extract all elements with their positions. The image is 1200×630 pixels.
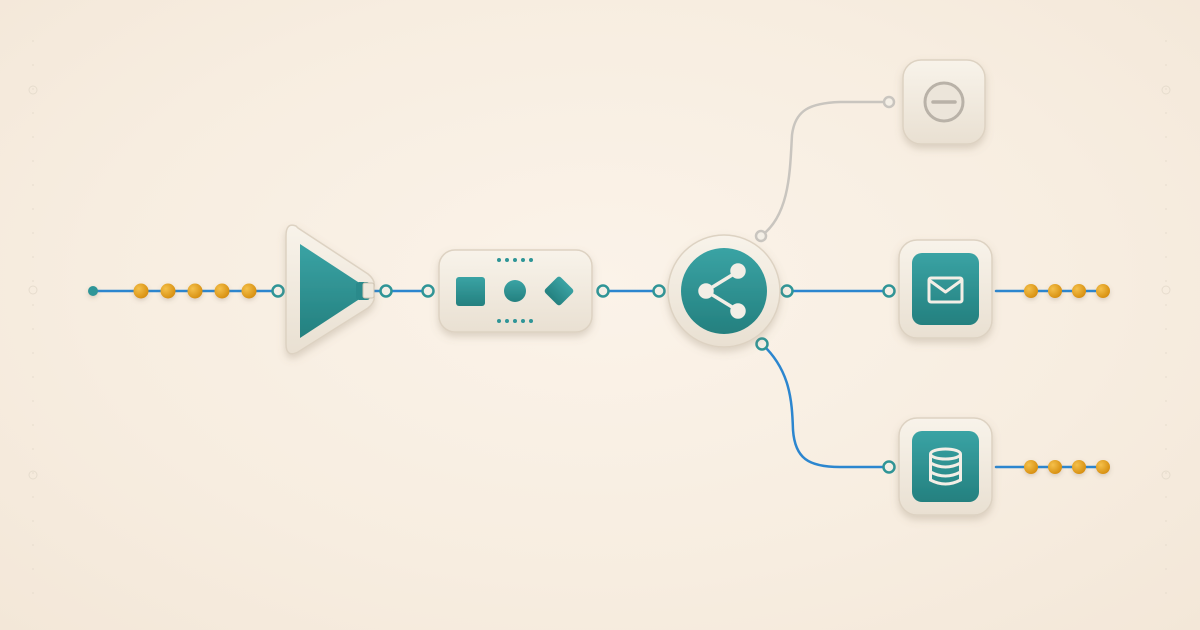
router-node[interactable] — [667, 234, 781, 348]
port[interactable] — [882, 95, 896, 109]
transform-node[interactable] — [438, 249, 593, 333]
guide-lines — [28, 40, 1171, 600]
source-node[interactable] — [285, 224, 375, 355]
minus-circle-icon — [923, 81, 965, 123]
database-node[interactable] — [898, 417, 993, 516]
port[interactable] — [379, 284, 393, 298]
port[interactable] — [596, 284, 610, 298]
share-icon — [698, 263, 746, 319]
port[interactable] — [882, 460, 896, 474]
port[interactable] — [754, 229, 768, 243]
token-stream-input — [88, 283, 257, 299]
database-icon — [929, 447, 962, 486]
edge-router-database — [760, 342, 891, 469]
port[interactable] — [421, 284, 435, 298]
play-triangle-icon — [300, 244, 358, 338]
dots-bottom — [497, 319, 533, 323]
port[interactable] — [882, 284, 896, 298]
shapes-icon — [456, 276, 574, 306]
dots-top — [497, 258, 533, 262]
port[interactable] — [652, 284, 666, 298]
port[interactable] — [755, 337, 769, 351]
token-stream-email — [1024, 284, 1110, 298]
token-stream-database — [1024, 460, 1110, 474]
port[interactable] — [780, 284, 794, 298]
email-node[interactable] — [898, 239, 993, 339]
port[interactable] — [271, 284, 285, 298]
edge-router-disabled — [759, 100, 891, 238]
disabled-node[interactable] — [902, 59, 986, 145]
ports — [271, 95, 896, 474]
envelope-icon — [927, 276, 964, 304]
